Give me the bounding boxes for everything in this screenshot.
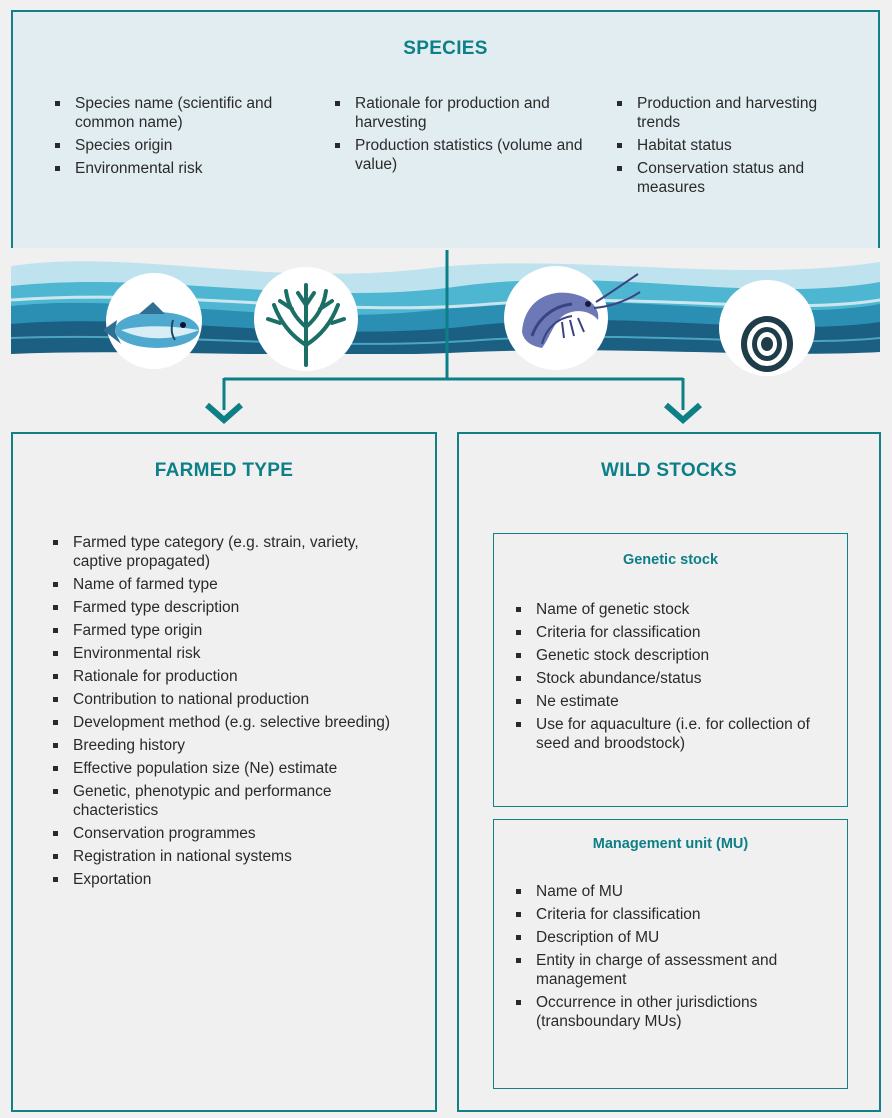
species-list-col1: Species name (scientific and common name… [53,94,303,182]
farmed-type-title: FARMED TYPE [154,460,294,481]
list-item: Description of MU [514,928,834,947]
arrow-down-left-icon [205,402,243,425]
list-item: Farmed type category (e.g. strain, varie… [51,533,401,571]
list-item: Ne estimate [514,692,834,711]
list-item: Name of farmed type [51,575,401,594]
genetic-stock-title: Genetic stock [622,552,719,568]
list-item: Farmed type origin [51,621,401,640]
management-unit-box: Management unit (MU) Name of MU Criteria … [493,819,848,1089]
list-item: Environmental risk [53,159,303,178]
seaweed-icon [254,267,358,371]
list-item: Exportation [51,870,401,889]
shrimp-icon [504,266,641,370]
list-item: Species name (scientific and common name… [53,94,303,132]
list-item: Genetic stock description [514,646,834,665]
management-unit-title: Management unit (MU) [592,836,749,852]
list-item: Production and harvesting trends [615,94,855,132]
list-item: Genetic, phenotypic and performance chac… [51,782,401,820]
farmed-type-list: Farmed type category (e.g. strain, varie… [51,533,401,893]
list-item: Effective population size (Ne) estimate [51,759,401,778]
list-item: Habitat status [615,136,855,155]
list-item: Conservation status and measures [615,159,855,197]
arrow-down-right-icon [664,402,702,425]
wild-stocks-panel: WILD STOCKS Genetic stock Name of geneti… [457,432,881,1112]
fish-icon [103,273,202,369]
farmed-type-panel: FARMED TYPE Farmed type category (e.g. s… [11,432,437,1112]
list-item: Name of MU [514,882,834,901]
list-item: Farmed type description [51,598,401,617]
list-item: Criteria for classification [514,623,834,642]
list-item: Rationale for production and harvesting [333,94,583,132]
list-item: Species origin [53,136,303,155]
list-item: Name of genetic stock [514,600,834,619]
list-item: Use for aquaculture (i.e. for collection… [514,715,834,753]
list-item: Registration in national systems [51,847,401,866]
oyster-icon [719,280,815,376]
list-item: Breeding history [51,736,401,755]
list-item: Environmental risk [51,644,401,663]
list-item: Occurrence in other jurisdictions (trans… [514,993,834,1031]
list-item: Development method (e.g. selective breed… [51,713,401,732]
list-item: Rationale for production [51,667,401,686]
list-item: Production statistics (volume and value) [333,136,583,174]
list-item: Stock abundance/status [514,669,834,688]
list-item: Entity in charge of assessment and manag… [514,951,834,989]
species-title: SPECIES [403,38,488,59]
list-item: Contribution to national production [51,690,401,709]
connector-lines [205,250,702,425]
list-item: Criteria for classification [514,905,834,924]
species-panel: SPECIES Species name (scientific and com… [11,10,880,255]
list-item: Conservation programmes [51,824,401,843]
wild-stocks-title: WILD STOCKS [601,460,737,481]
